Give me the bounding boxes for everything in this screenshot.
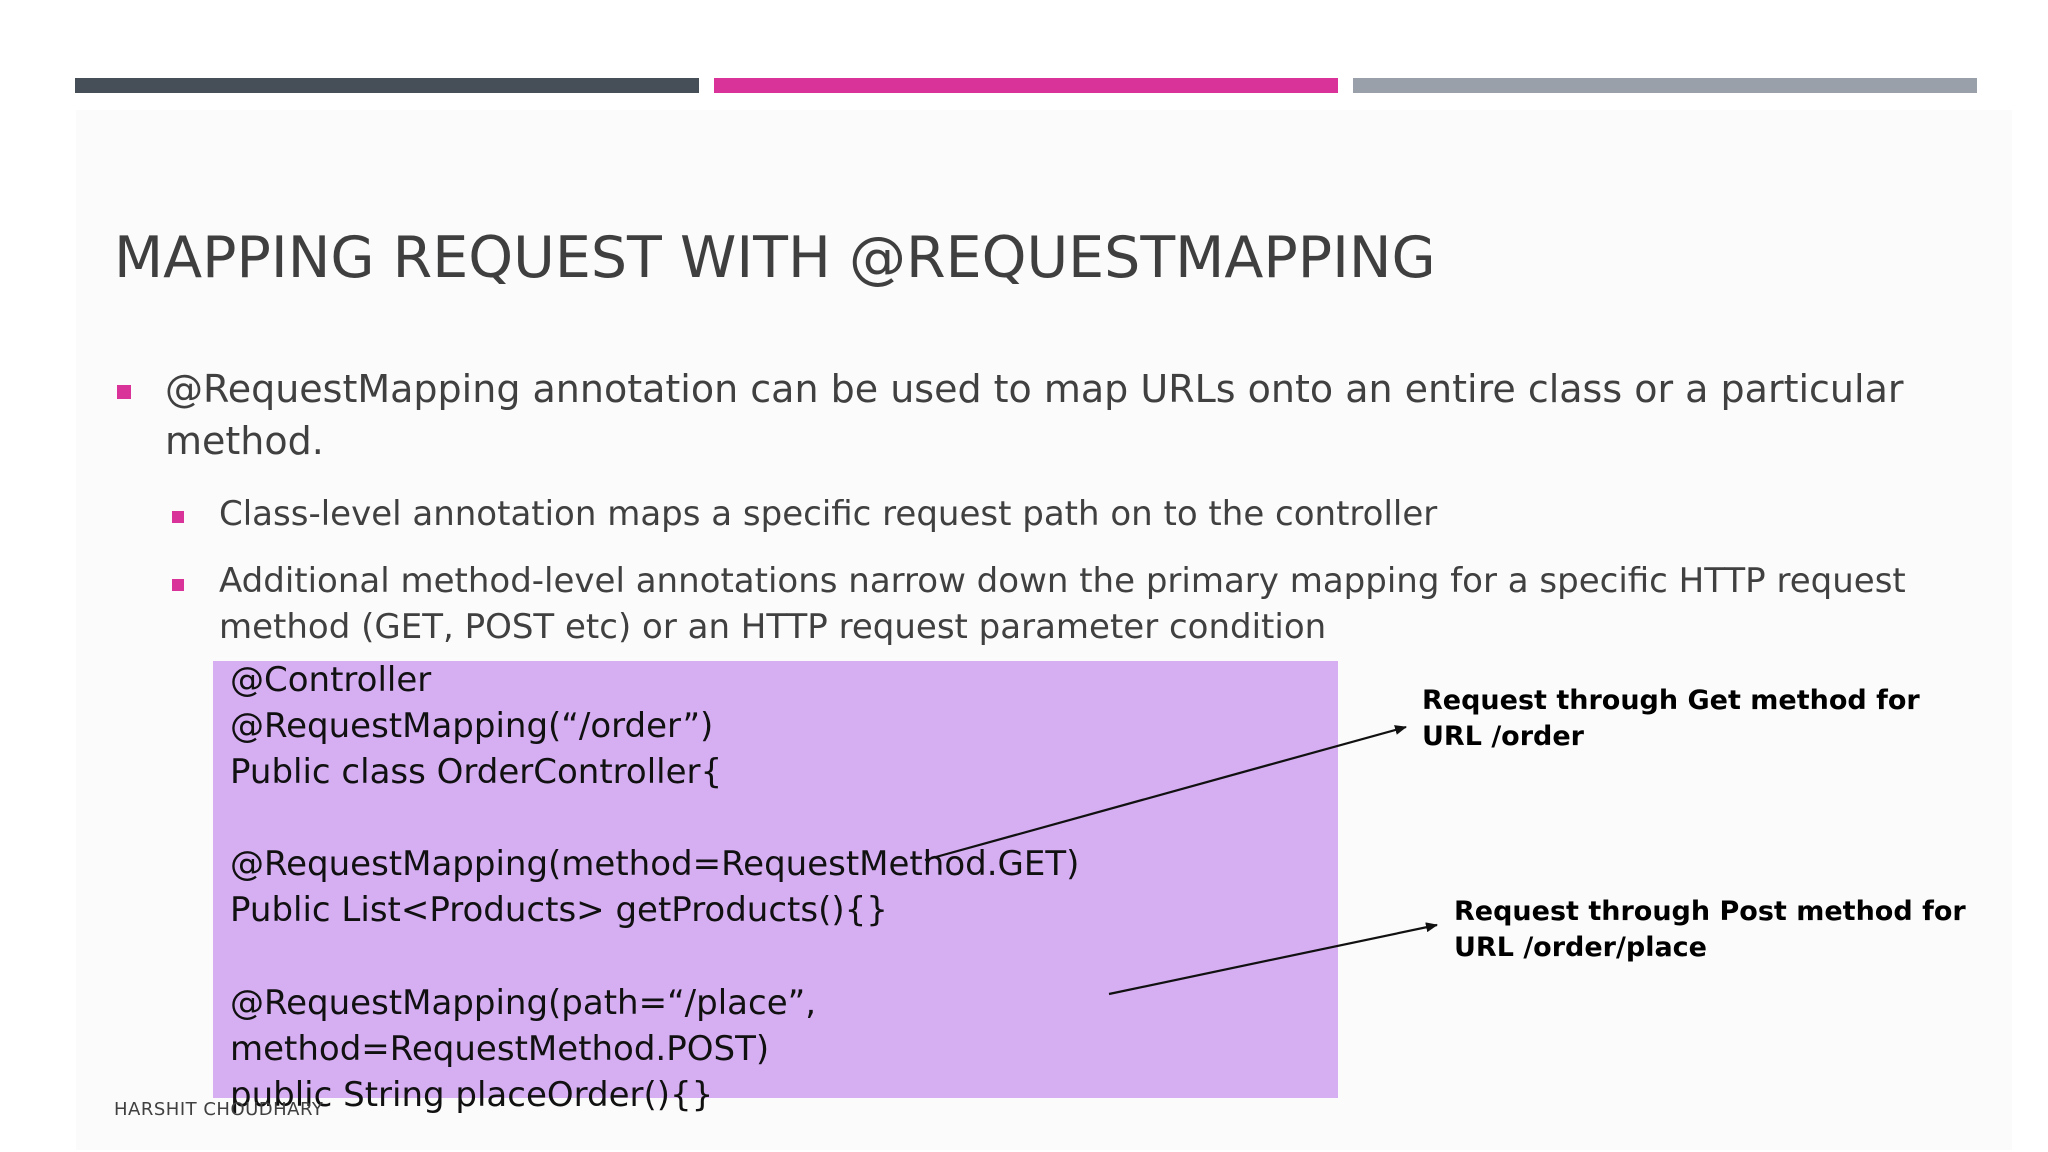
code-line: @RequestMapping(path=“/place”, <box>230 983 817 1023</box>
bullet-text-line: @RequestMapping annotation can be used t… <box>165 367 1904 411</box>
top-bar-light <box>1353 78 1977 93</box>
sub-bullet-text-line: method (GET, POST etc) or an HTTP reques… <box>219 607 1327 647</box>
bullet-square-icon <box>117 385 131 399</box>
code-line: Public class OrderController{ <box>230 752 723 792</box>
code-line: @Controller <box>230 660 432 700</box>
code-line: public String placeOrder(){} <box>230 1075 714 1115</box>
top-bar-accent <box>714 78 1338 93</box>
sub-bullet-square-icon <box>172 511 184 523</box>
top-bar-dark <box>75 78 699 93</box>
sub-bullet-square-icon <box>172 579 184 591</box>
code-line: Public List<Products> getProducts(){} <box>230 890 888 930</box>
get-annotation-line: Request through Get method for <box>1422 685 1920 716</box>
post-annotation-line: URL /order/place <box>1454 932 1707 963</box>
post-annotation-line: Request through Post method for <box>1454 896 1966 927</box>
footer-author: HARSHIT CHOUDHARY <box>114 1099 324 1120</box>
code-line: @RequestMapping(method=RequestMethod.GET… <box>230 844 1080 884</box>
code-line: method=RequestMethod.POST) <box>230 1029 770 1069</box>
sub-bullet-text-line: Class-level annotation maps a specific r… <box>219 494 1438 534</box>
bullet-text-line: method. <box>165 419 324 463</box>
code-line: @RequestMapping(“/order”) <box>230 706 714 746</box>
slide-title: MAPPING REQUEST WITH @REQUESTMAPPING <box>114 225 1436 291</box>
get-annotation-line: URL /order <box>1422 721 1584 752</box>
sub-bullet-text-line: Additional method-level annotations narr… <box>219 561 1906 601</box>
